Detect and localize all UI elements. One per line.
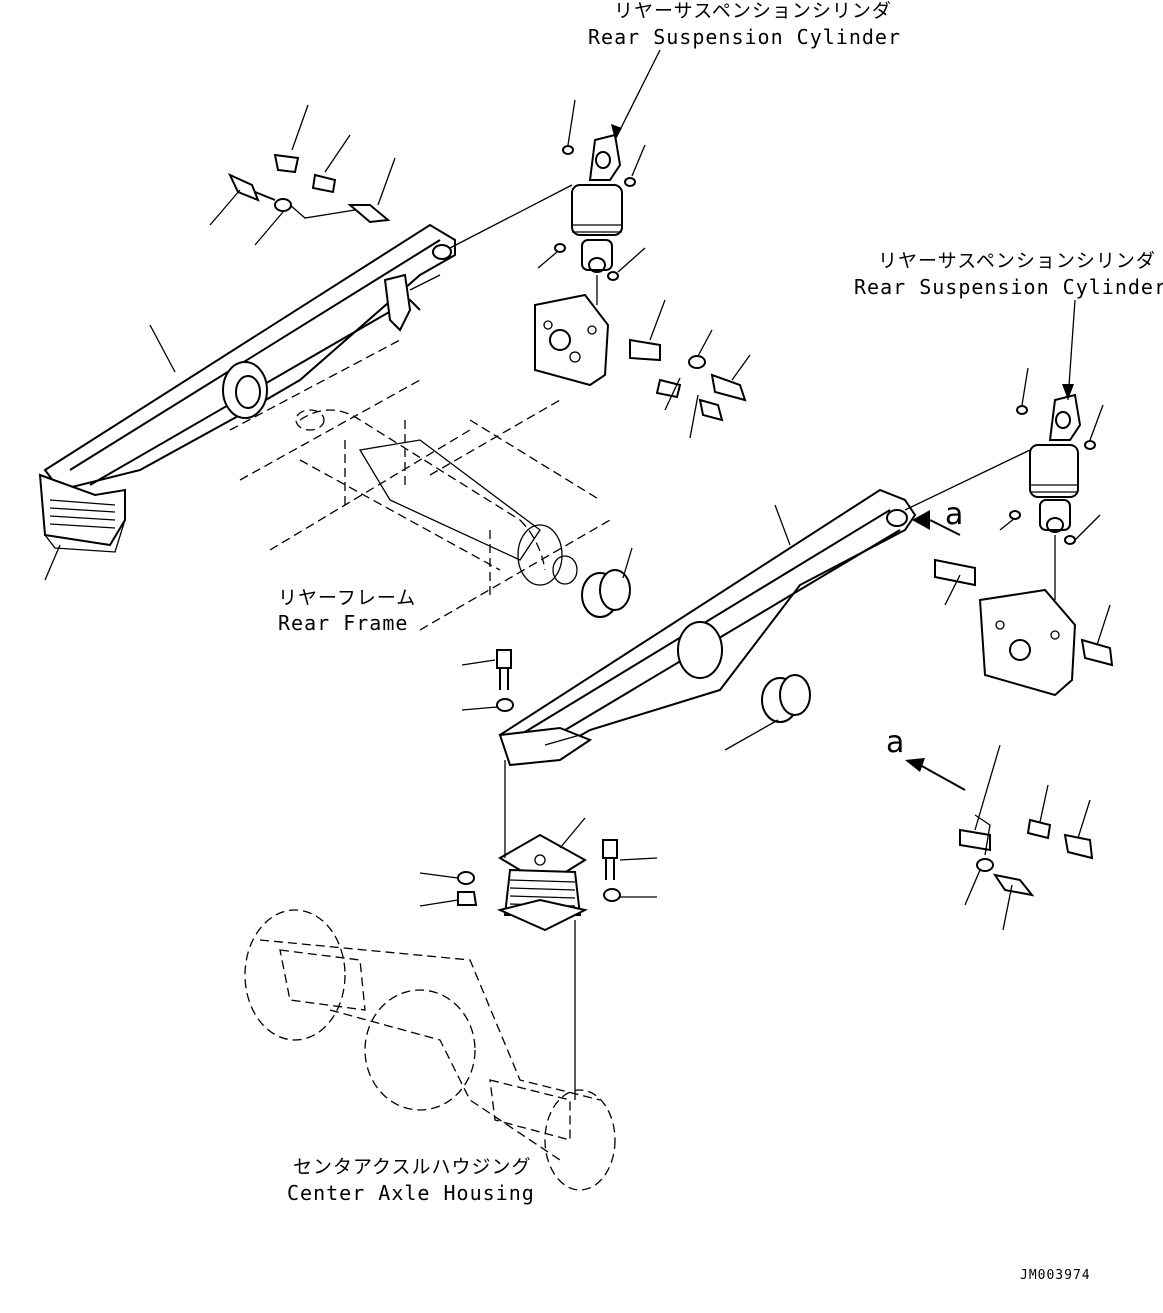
left-rubber-mount xyxy=(38,473,126,553)
rear-frame-shaft xyxy=(358,439,578,586)
left-pin-parts xyxy=(227,153,391,224)
mount-bolts xyxy=(457,649,621,906)
cylinder-1-label-en: Rear Suspension Cylinder xyxy=(588,25,901,49)
cylinder-1-label-jp: リヤーサスペンションシリンダ xyxy=(614,0,892,22)
cylinder-1-pin-parts xyxy=(629,338,747,422)
cylinder-1-bracket xyxy=(534,293,610,387)
right-suspension-arm xyxy=(498,488,917,767)
bushing-lower xyxy=(761,674,811,723)
cylinder-2-pin-parts xyxy=(934,558,1114,897)
reference-mark-a-lower: a xyxy=(886,725,905,760)
reference-mark-a-upper: a xyxy=(945,497,964,532)
rear-frame-outline xyxy=(229,339,611,631)
cylinder-2-bracket xyxy=(978,588,1077,697)
connector-lines xyxy=(289,184,1056,1100)
rear-suspension-cylinder-1 xyxy=(554,133,636,281)
arrow-heads xyxy=(611,124,1074,791)
center-rubber-mount xyxy=(496,833,588,932)
rear-suspension-cylinder-2 xyxy=(1009,393,1096,545)
cylinder-2-label-jp: リヤーサスペンションシリンダ xyxy=(878,250,1156,272)
bushing-upper xyxy=(581,569,631,618)
rear-frame-label-jp: リヤーフレーム xyxy=(278,587,417,609)
center-axle-housing xyxy=(244,909,616,1191)
left-suspension-arm xyxy=(43,223,456,492)
center-axle-label-jp: センタアクスルハウジング xyxy=(293,1156,532,1178)
rear-frame-label-en: Rear Frame xyxy=(278,611,409,635)
center-axle-label-en: Center Axle Housing xyxy=(287,1181,535,1205)
cylinder-2-label-en: Rear Suspension Cylinder xyxy=(854,275,1163,299)
drawing-code: JM003974 xyxy=(1020,1268,1091,1283)
leader-lines xyxy=(44,49,1111,931)
